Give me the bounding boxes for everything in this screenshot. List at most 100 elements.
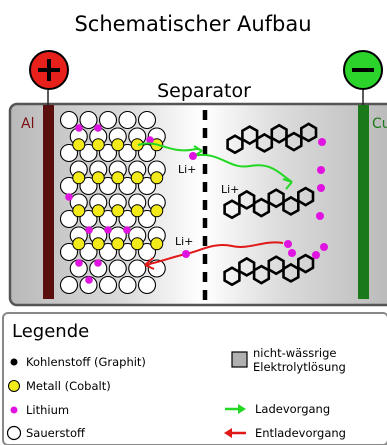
cobalt-atom	[91, 204, 105, 218]
graphite-ring	[282, 262, 300, 283]
graphite-anode	[223, 122, 318, 287]
ion-label: Li+	[175, 235, 193, 248]
lithium-atom	[146, 136, 154, 144]
lithium-atom	[318, 138, 326, 146]
legend-discharge: Entladevorgang	[255, 426, 346, 440]
copper-collector	[358, 105, 369, 299]
oxygen-atom	[118, 110, 137, 130]
cobalt-atom	[130, 171, 144, 185]
legend-metal: Metall (Cobalt)	[26, 379, 111, 393]
lithium-atom	[123, 226, 131, 234]
cobalt-atom	[72, 237, 86, 251]
cobalt-atom	[150, 171, 164, 185]
oxygen-atom	[79, 110, 98, 130]
cobalt-atom	[130, 204, 144, 218]
oxygen-atom	[118, 275, 137, 295]
legend-charge-arrow	[225, 404, 246, 414]
ion-label: Li+	[221, 183, 239, 196]
oxygen-atom	[137, 110, 157, 130]
lithium-ion	[189, 152, 197, 160]
graphite-ring	[226, 134, 244, 155]
legend-box	[2, 312, 387, 445]
legend-carbon: Kohlenstoff (Graphit)	[26, 355, 146, 369]
oxygen-atom	[137, 176, 157, 196]
oxygen-atom	[59, 110, 79, 130]
graphite-ring	[299, 122, 318, 143]
discharge-arrows	[144, 241, 284, 270]
copper-label: Cu	[372, 116, 387, 132]
lithium-atom	[104, 226, 112, 234]
oxygen-atom	[98, 143, 118, 163]
plus-terminal	[29, 50, 69, 90]
cobalt-atom	[91, 237, 105, 251]
legend-discharge-arrow	[224, 428, 246, 438]
legend-metal-marker	[8, 380, 20, 392]
cobalt-atom	[111, 237, 125, 251]
lithium-ion	[182, 250, 190, 258]
oxygen-atom	[79, 143, 98, 163]
legend-electrolyte-line2: Elektrolytlösung	[253, 360, 346, 374]
lithium-atom	[288, 249, 296, 257]
lithium-atom	[65, 193, 73, 201]
graphite-ring	[252, 197, 271, 218]
graphite-ring	[223, 266, 241, 287]
graphite-ring	[296, 253, 315, 274]
lithium-atom	[75, 259, 83, 267]
oxygen-atom	[137, 242, 157, 262]
graphite-ring	[252, 264, 271, 285]
legend-lithium: Lithium	[26, 403, 69, 417]
lithium-atom	[75, 124, 83, 132]
cathode-lattice	[59, 110, 166, 295]
anode-lithium-ions	[284, 138, 328, 259]
ion-label: Li+	[178, 163, 196, 176]
legend-electrolyte-marker	[231, 351, 248, 368]
oxygen-atom	[118, 176, 137, 196]
oxygen-atom	[59, 209, 79, 229]
aluminium-collector	[43, 105, 54, 299]
lithium-atom	[312, 251, 320, 259]
legend-electrolyte-line1: nicht-wässrige	[253, 346, 337, 360]
cobalt-atom	[72, 171, 86, 185]
cell-body	[8, 102, 387, 307]
oxygen-atom	[79, 176, 98, 196]
oxygen-atom	[98, 242, 118, 262]
graphite-ring	[285, 131, 303, 152]
graphite-ring	[223, 199, 241, 220]
oxygen-atom	[59, 143, 79, 163]
oxygen-atom	[118, 242, 137, 262]
oxygen-atom	[79, 242, 98, 262]
lithium-atom	[85, 276, 93, 284]
oxygen-atom	[98, 110, 118, 130]
cobalt-atom	[150, 237, 164, 251]
graphite-ring	[296, 186, 315, 207]
oxygen-atom	[137, 143, 157, 163]
legend-oxygen-marker	[6, 425, 22, 441]
legend-lithium-marker	[10, 406, 18, 414]
legend-title: Legende	[12, 321, 89, 342]
lithium-atom	[317, 166, 325, 174]
lithium-atom	[85, 226, 93, 234]
oxygen-atom	[98, 275, 118, 295]
minus-terminal	[343, 50, 383, 90]
legend-charge: Ladevorgang	[255, 402, 330, 416]
diagram-title: Schematischer Aufbau	[74, 12, 311, 36]
oxygen-atom	[98, 176, 118, 196]
cobalt-atom	[72, 138, 86, 152]
cobalt-atom	[72, 204, 86, 218]
lithium-atom	[317, 184, 325, 192]
oxygen-atom	[118, 143, 137, 163]
cobalt-atom	[150, 204, 164, 218]
oxygen-atom	[108, 259, 127, 278]
cobalt-atom	[91, 138, 105, 152]
lithium-atom	[320, 243, 328, 251]
aluminium-label: Al	[21, 116, 34, 132]
oxygen-atom	[59, 275, 79, 295]
cobalt-atom	[111, 138, 125, 152]
graphite-ring	[282, 195, 300, 216]
cobalt-atom	[91, 171, 105, 185]
lithium-atom	[316, 212, 324, 220]
oxygen-atom	[137, 209, 157, 229]
oxygen-atom	[128, 259, 147, 278]
cobalt-atom	[111, 204, 125, 218]
